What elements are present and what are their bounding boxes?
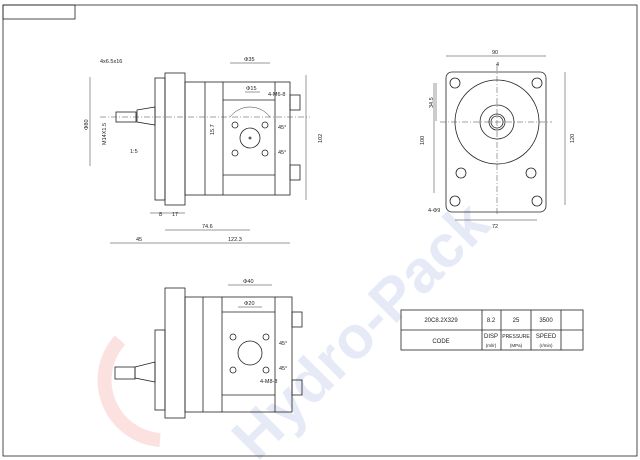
- side-view: 4x6.5x16 Φ80 M14X1.5 1:5 Φ35 Φ15 4-M6-8 …: [84, 57, 324, 244]
- title-tab: [2, 4, 76, 20]
- port-inner-label: Φ15: [246, 86, 257, 92]
- dim-100: 100: [420, 136, 426, 145]
- taper-label: 1:5: [130, 149, 138, 155]
- key-width-label: 4: [496, 62, 499, 68]
- key-label: 4x6.5x16: [100, 59, 122, 65]
- dim-102: 102: [318, 134, 324, 143]
- shaft-dia-label: Φ80: [84, 119, 90, 130]
- dim-122-3: 122.3: [228, 237, 242, 243]
- dim-74-6: 74.6: [202, 224, 213, 230]
- angle2-label: 45°: [279, 366, 287, 372]
- port-inner-label: Φ20: [244, 301, 255, 307]
- thread-label: M14X1.5: [102, 123, 108, 145]
- offset-label: 15.7: [210, 124, 216, 135]
- width-label: 90: [492, 50, 498, 56]
- port-thread-label: 4-M8-8: [260, 379, 277, 385]
- pressure-label: PRESSURE: [502, 334, 530, 340]
- dim-45: 45: [136, 237, 142, 243]
- disp-value: 8.2: [487, 318, 496, 324]
- angle2-label: 45°: [278, 150, 286, 156]
- dim-34-5: 34.5: [429, 97, 435, 108]
- speed-value: 3500: [539, 318, 553, 324]
- dim-8: 8: [159, 212, 162, 218]
- code-label: CODE: [432, 339, 449, 345]
- pressure-unit: (MPa): [510, 343, 523, 348]
- spec-table: 20C8.2X329 8.2 25 3500 CODE DISP (ml/r) …: [400, 309, 584, 351]
- height-label: 120: [570, 134, 576, 143]
- watermark-logo: [97, 335, 161, 447]
- bottom-view: Φ40 Φ20 45° 45° 4-M8-8: [114, 279, 303, 419]
- dim-17: 17: [172, 212, 178, 218]
- drawing-border: [2, 4, 638, 457]
- port-outer-label: Φ40: [243, 279, 254, 285]
- code-value: 20C8.2X329: [424, 318, 458, 324]
- watermark: Hydro-Pack: [219, 188, 503, 460]
- holes-label: 4-Φ9: [428, 208, 440, 214]
- pressure-value: 25: [513, 318, 520, 324]
- angle1-label: 45°: [278, 125, 286, 131]
- port-outer-label: Φ35: [244, 57, 255, 63]
- angle1-label: 45°: [279, 341, 287, 347]
- disp-label: DISP: [484, 334, 498, 340]
- speed-unit: (r/min): [540, 343, 553, 348]
- front-view: 90 4 34.5 100 120 4-Φ9 72: [420, 50, 576, 230]
- port-thread-label: 4-M6-8: [268, 92, 285, 98]
- speed-label: SPEED: [536, 334, 557, 340]
- disp-unit: (ml/r): [486, 343, 497, 348]
- spacing-label: 72: [492, 224, 498, 230]
